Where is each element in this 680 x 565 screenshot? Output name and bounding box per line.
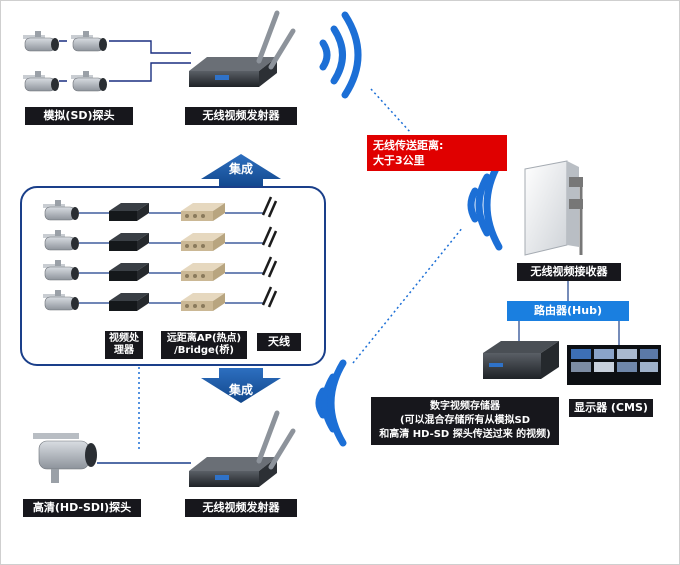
storage-line2: (可以混合存储所有从模拟SD: [399, 415, 531, 426]
hd-camera-label: 高清(HD-SDI)探头: [23, 499, 141, 517]
equipment-rows: [42, 195, 278, 311]
wifi-signal-bottom: [315, 359, 347, 447]
router-label: 路由器(Hub): [507, 301, 629, 321]
storage-label: 数字视频存储器 (可以混合存储所有从模拟SD 和高清 HD-SD 探头传送过来 …: [371, 397, 559, 445]
wireless-distance-line2: 大于3公里: [373, 154, 425, 167]
hd-camera-device: [33, 433, 97, 483]
video-processor-line1: 视频处: [109, 333, 139, 344]
wifi-signal-receiver: [467, 159, 503, 251]
video-processor-line2: 理器: [114, 345, 134, 356]
transmitter-top-device: [189, 13, 293, 87]
receiver-panel-device: [524, 160, 583, 256]
antenna-label: 天线: [257, 333, 301, 351]
long-range-ap-line2: /Bridge(桥): [174, 345, 234, 356]
dvr-device: [483, 341, 559, 379]
analog-camera-group: [22, 30, 108, 92]
video-processor-label: 视频处 理器: [105, 331, 143, 359]
transmitter-bottom-device: [189, 413, 293, 487]
integration-bottom-label: 集成: [228, 383, 253, 397]
storage-line3: 和高清 HD-SD 探头传送过来 的视频): [379, 429, 551, 440]
monitor-wall-device: [567, 345, 661, 385]
long-range-ap-line1: 远距离AP(热点): [166, 333, 242, 344]
receiver-label: 无线视频接收器: [517, 263, 621, 281]
wireless-distance-label: 无线传送距离: 大于3公里: [367, 135, 507, 171]
long-range-ap-label: 远距离AP(热点) /Bridge(桥): [161, 331, 247, 359]
transmitter-bottom-label: 无线视频发射器: [185, 499, 297, 517]
transmitter-top-label: 无线视频发射器: [185, 107, 297, 125]
storage-line1: 数字视频存储器: [430, 401, 500, 412]
integration-top-label: 集成: [228, 162, 253, 176]
wireless-distance-line1: 无线传送距离:: [373, 139, 444, 152]
display-label: 显示器 (CMS): [569, 399, 653, 417]
analog-camera-label: 模拟(SD)探头: [25, 107, 133, 125]
wifi-signal-top: [319, 11, 362, 99]
